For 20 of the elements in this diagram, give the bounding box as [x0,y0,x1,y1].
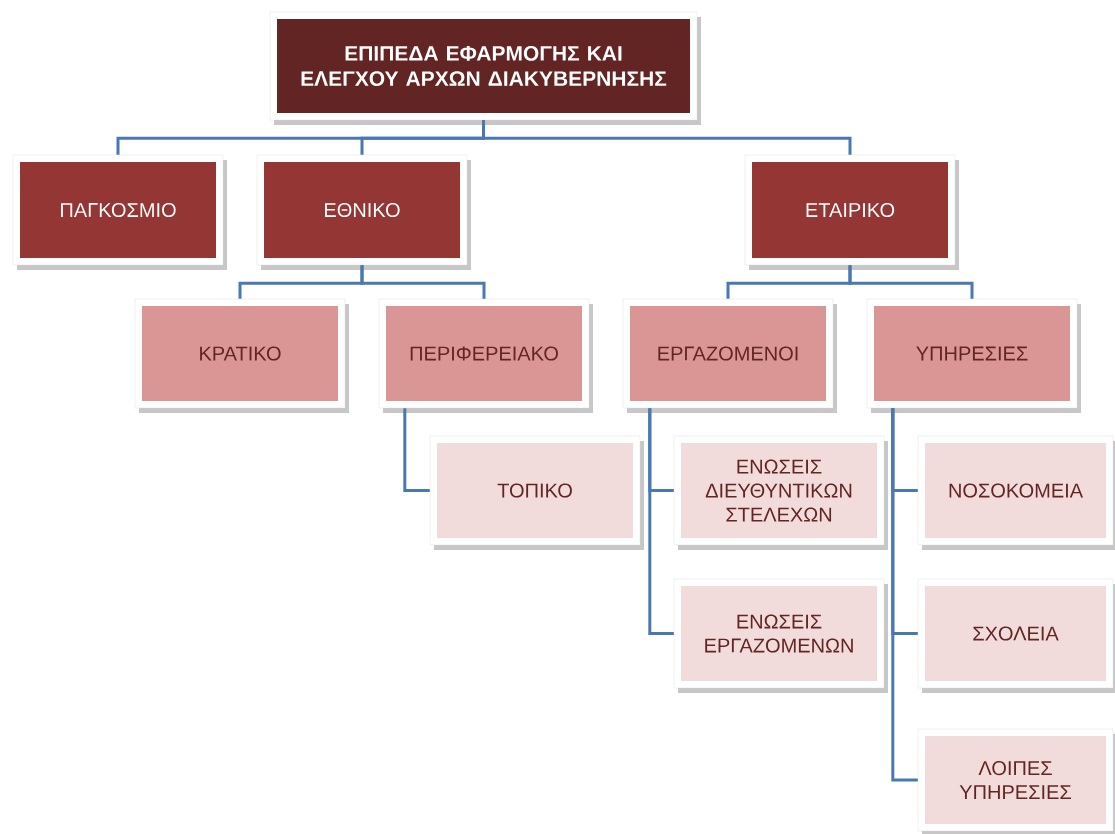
level-box: ΛΟΙΠΕΣ ΥΠΗΡΕΣΙΕΣ [917,728,1115,834]
level-box: ΕΤΑΙΡΙΚΟ [744,154,959,270]
level-box: ΣΧΟΛΕΙΑ [917,578,1115,693]
connector [403,408,430,492]
level-box: ΚΡΑΤΙΚΟ [134,298,349,413]
connector [360,265,486,299]
level-box: ΤΟΠΙΚΟ [429,435,644,550]
title-box: ΕΠΙΠΕΔΑ ΕΦΑΡΜΟΓΗΣ ΚΑΙ ΕΛΕΓΧΟΥ ΑΡΧΩΝ ΔΙΑΚΥΒΕΡΝΗΣΗΣ [269,11,701,125]
connector [648,408,674,635]
level-box: ΕΘΝΙΚΟ [256,154,471,270]
level-box: ΥΠΗΡΕΣΙΕΣ [866,298,1081,413]
level-box: ΠΕΡΙΦΕΡΕΙΑΚΟ [378,298,593,413]
connector [891,408,918,782]
connector [482,120,852,155]
level-box: ΕΝΩΣΕΙΣ ΕΡΓΑΖΟΜΕΝΩΝ [673,578,888,693]
connector [848,265,974,299]
level-box: ΕΡΓΑΖΟΜΕΝΟΙ [622,298,837,413]
level-box: ΠΑΓΚΟΣΜΙΟ [12,154,227,270]
level-box: ΕΝΩΣΕΙΣ ΔΙΕΥΘΥΝΤΙΚΩΝ ΣΤΕΛΕΧΩΝ [673,435,888,550]
level-box: ΝΟΣΟΚΟΜΕΙΑ [917,435,1115,550]
